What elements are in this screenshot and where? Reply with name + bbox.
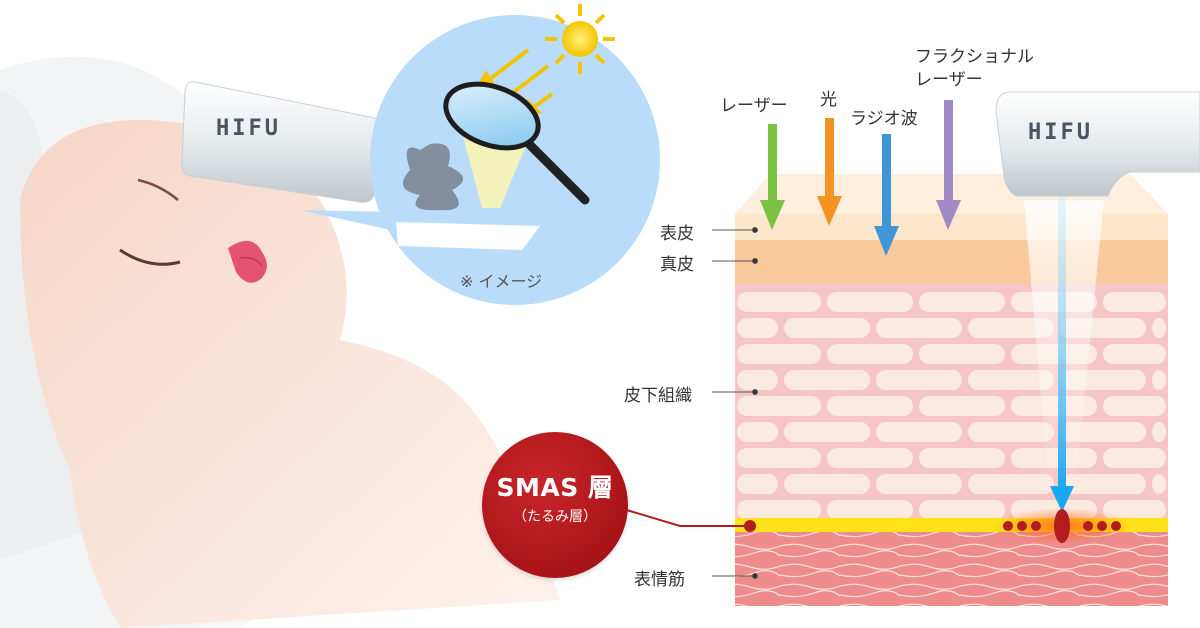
fat-cell bbox=[784, 422, 870, 442]
fat-cell bbox=[737, 292, 821, 312]
hifu-device-right bbox=[995, 91, 1200, 512]
fat-cell bbox=[1152, 422, 1166, 442]
fat-cell bbox=[919, 396, 1005, 416]
fat-cell bbox=[876, 318, 962, 338]
fat-cell bbox=[968, 318, 1054, 338]
fat-cell bbox=[737, 396, 821, 416]
fat-cell bbox=[737, 500, 821, 520]
radiofrequency-label: ラジオ波 bbox=[850, 109, 918, 129]
smoke bbox=[402, 143, 464, 211]
fat-cell bbox=[784, 318, 870, 338]
fat-cell bbox=[784, 370, 870, 390]
fat-cell bbox=[737, 318, 778, 338]
fat-cell bbox=[1060, 422, 1146, 442]
paper-sheet bbox=[396, 222, 540, 250]
leader-lines bbox=[712, 227, 758, 579]
fat-cell bbox=[1103, 448, 1166, 468]
dermis-label: 真皮 bbox=[660, 255, 694, 275]
fat-cell bbox=[968, 422, 1054, 442]
skin-cross-section bbox=[735, 174, 1168, 606]
subcutaneous-label: 皮下組織 bbox=[624, 386, 692, 406]
fractional-laser-label-line1: フラクショナル bbox=[915, 47, 1034, 67]
fat-cell bbox=[784, 474, 870, 494]
fat-cell bbox=[827, 448, 913, 468]
fat-cell bbox=[827, 292, 913, 312]
smas-leader bbox=[619, 507, 756, 532]
fat-cell bbox=[919, 292, 1005, 312]
smas-badge: SMAS 層 （たるみ層） bbox=[482, 432, 628, 578]
magnifying-glass-icon bbox=[443, 81, 590, 205]
fat-cell bbox=[737, 448, 821, 468]
smas-title: SMAS 層 bbox=[496, 473, 614, 502]
fat-cell bbox=[876, 474, 962, 494]
woman-illustration bbox=[0, 56, 560, 628]
fractional-laser-arrow bbox=[936, 100, 961, 230]
fat-cell bbox=[1103, 396, 1166, 416]
fat-cell bbox=[737, 474, 778, 494]
fat-cell bbox=[919, 448, 1005, 468]
fractional-laser-label-line2: レーザー bbox=[915, 70, 983, 90]
fat-cell bbox=[1152, 370, 1166, 390]
laser-label: レーザー bbox=[720, 96, 788, 116]
energy-arrows bbox=[760, 100, 961, 256]
light-label: 光 bbox=[820, 90, 837, 110]
radiofrequency-arrow bbox=[874, 134, 899, 256]
epidermis-label: 表皮 bbox=[660, 224, 694, 244]
fat-cell bbox=[737, 344, 821, 364]
fat-cell bbox=[919, 344, 1005, 364]
hifu-beam-arrowhead bbox=[1050, 486, 1074, 512]
fat-cell bbox=[1103, 344, 1166, 364]
fat-cell bbox=[968, 474, 1054, 494]
fat-cell bbox=[827, 396, 913, 416]
fat-cell bbox=[876, 422, 962, 442]
image-bubble bbox=[300, 4, 660, 305]
hifu-label-left: HIFU bbox=[216, 116, 281, 141]
image-caption: ※ イメージ bbox=[460, 272, 543, 291]
fat-cell bbox=[1103, 500, 1166, 520]
fat-cell bbox=[827, 344, 913, 364]
fat-cell bbox=[1152, 318, 1166, 338]
focused-light-cone bbox=[462, 132, 530, 208]
laser-arrow bbox=[760, 124, 785, 230]
fat-cell bbox=[1152, 474, 1166, 494]
sun-icon bbox=[545, 4, 615, 74]
fat-cell bbox=[827, 500, 913, 520]
smas-subtitle: （たるみ層） bbox=[513, 509, 597, 525]
fat-cell bbox=[968, 370, 1054, 390]
muscle-label: 表情筋 bbox=[634, 570, 685, 590]
fat-cell bbox=[919, 500, 1005, 520]
fat-cell bbox=[1103, 292, 1166, 312]
hifu-focal-points bbox=[992, 508, 1132, 544]
light-arrow bbox=[817, 118, 842, 226]
fat-cell bbox=[737, 422, 778, 442]
fat-cell bbox=[1060, 474, 1146, 494]
hifu-label-right: HIFU bbox=[1028, 120, 1093, 145]
fat-cell bbox=[737, 370, 778, 390]
fat-cell bbox=[876, 370, 962, 390]
